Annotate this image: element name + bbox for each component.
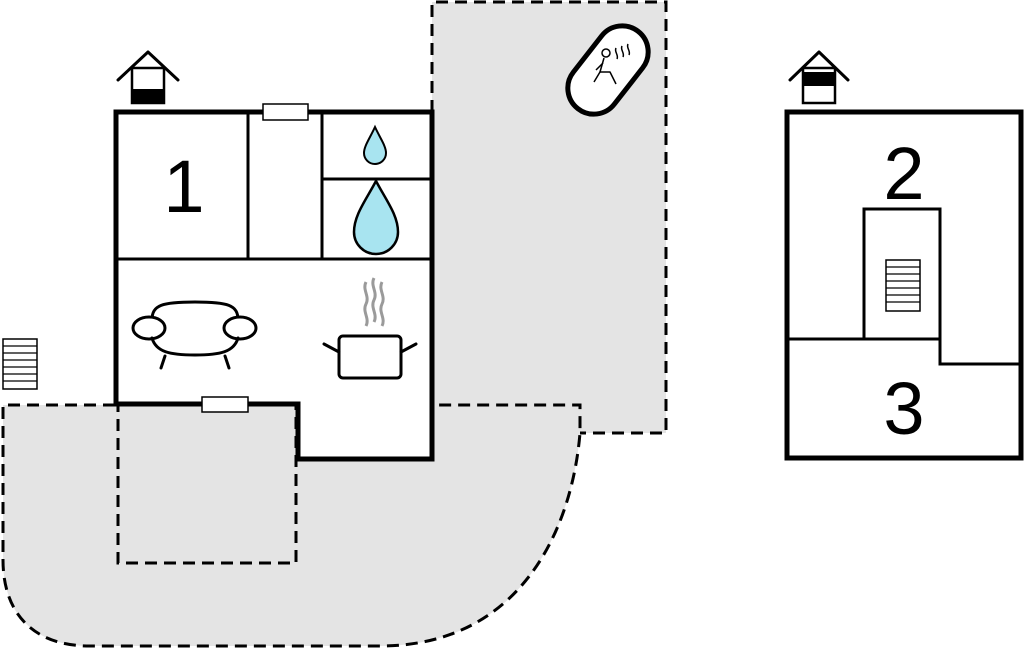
- window-icon: [201, 396, 249, 413]
- terrace-bottom-outline: [1, 403, 582, 648]
- partition-upper: [787, 337, 1021, 366]
- stairs-icon: [2, 338, 38, 390]
- terrace-bottom: [3, 405, 580, 646]
- room-number-1: 1: [163, 145, 204, 228]
- room-number-3: 3: [883, 367, 924, 450]
- terrace-inner-outline: [116, 403, 298, 565]
- water-drop-small-icon: [362, 124, 388, 165]
- main-building-walls: [113, 109, 435, 462]
- main-building-annex-fill: [298, 404, 432, 459]
- sofa-icon: [131, 300, 258, 370]
- room-number-2: 2: [883, 132, 924, 215]
- terrace-right-outline: [430, 0, 668, 435]
- stairs-icon: [885, 259, 921, 312]
- cooking-pot-icon: [322, 277, 418, 380]
- main-building: 1: [113, 103, 435, 462]
- water-drop-large-icon: [352, 178, 400, 256]
- upper-floor-building: 2 3: [784, 109, 1024, 461]
- window-icon: [262, 103, 309, 121]
- house-floor-upper-icon: [788, 50, 850, 105]
- upper-floor-walls: [784, 109, 1024, 461]
- house-floor-ground-icon: [116, 50, 180, 105]
- sauna-icon: [565, 23, 651, 117]
